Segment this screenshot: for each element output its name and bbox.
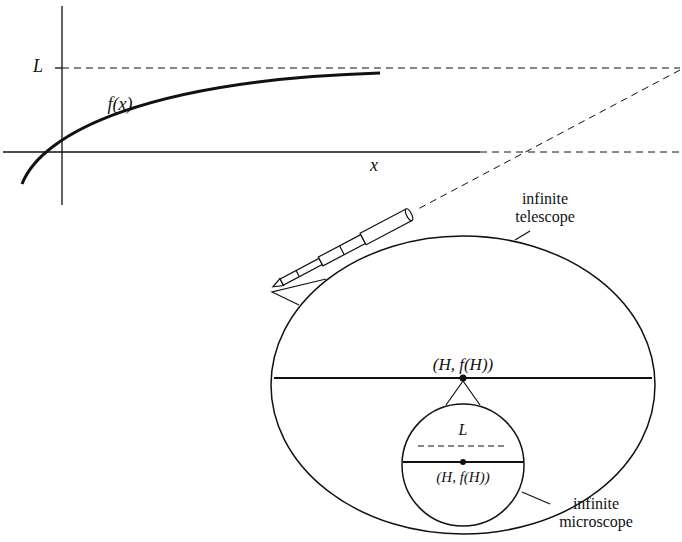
asymptote-line [418, 446, 508, 447]
axis-label: x [364, 155, 384, 176]
sight-line [418, 70, 680, 209]
x-axis-extension [480, 152, 680, 153]
callout-label: infinite telescope [500, 190, 590, 227]
leader-line [515, 231, 530, 240]
axis-label: L [26, 56, 50, 77]
view-text: (H, f(H)) [401, 469, 525, 486]
y-axis [61, 6, 62, 205]
microscope-view: L (H, f(H)) [401, 403, 525, 527]
axis-label: f(x) [98, 94, 142, 115]
telescope-view: (H, f(H)) L (H, f(H)) [270, 235, 656, 535]
telescope-symbol [270, 208, 414, 293]
view-outline [270, 235, 656, 535]
axis-tick [55, 67, 62, 68]
function-curve [22, 73, 380, 184]
asymptote-line [62, 68, 680, 69]
zoom-callout [446, 381, 480, 405]
view-text: (H, f(H)) [270, 355, 656, 375]
point-dot [460, 459, 466, 465]
view-text: L [401, 421, 525, 439]
leader-line [522, 492, 550, 504]
zoom-callout [272, 279, 326, 305]
callout-label: infinite microscope [548, 495, 644, 532]
x-axis [3, 151, 480, 152]
